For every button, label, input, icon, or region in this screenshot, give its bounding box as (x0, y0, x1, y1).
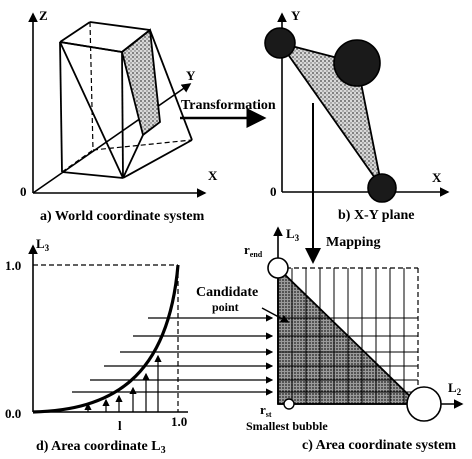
world-y-label: Y (186, 68, 196, 83)
r-end-label: rend (244, 242, 263, 259)
bubble-top-left (264, 27, 296, 59)
smallest-bubble-label: Smallest bubble (246, 419, 328, 433)
area-grid-horizontal (278, 317, 418, 393)
area-l2-label: L2 (448, 380, 462, 397)
l3-axis-label: L3 (36, 236, 50, 253)
panel-world-coordinate-system (28, 12, 207, 198)
world-prism-hidden-edges (61, 21, 193, 173)
caption-c: c) Area coordinate system (302, 438, 456, 453)
world-x-label: X (208, 168, 218, 183)
world-origin-label: 0 (20, 184, 27, 199)
l3-tick-x1: 1.0 (171, 414, 187, 429)
l3-tick-l: l (118, 418, 122, 433)
panel-xy-plane (264, 12, 450, 203)
plane-origin-label: 0 (270, 184, 277, 199)
panel-area-coordinate-l3 (28, 244, 188, 414)
candidate-label-line2: point (212, 300, 239, 314)
bubble-r-end (267, 257, 289, 279)
r-st-label: rst (260, 402, 272, 419)
caption-d: d) Area coordinate L3 (36, 439, 166, 456)
l3-tick-1: 1.0 (5, 258, 21, 273)
candidate-label-line1: Candidate (196, 285, 258, 300)
plane-x-label: X (432, 170, 442, 185)
l3-tick-0: 0.0 (5, 406, 21, 421)
curve-to-grid-arrows (72, 314, 274, 396)
prism-shaded-face (120, 28, 161, 137)
bubble-right-large (333, 39, 381, 87)
panel-area-coordinate-system (261, 226, 464, 422)
world-y-axis (32, 83, 192, 194)
bubble-r-st (283, 398, 295, 410)
plane-y-label: Y (291, 8, 301, 23)
candidate-pointer (261, 307, 290, 323)
bubble-bottom (367, 173, 397, 203)
l3-curve (32, 264, 180, 414)
caption-a: a) World coordinate system (40, 209, 205, 224)
bubble-l2-end (406, 386, 442, 422)
caption-b: b) X-Y plane (338, 208, 415, 223)
transformation-label: Transformation (181, 98, 276, 113)
mapping-label: Mapping (326, 235, 380, 250)
area-l3-label: L3 (286, 226, 300, 243)
world-prism (59, 21, 193, 179)
world-z-label: Z (39, 8, 48, 23)
